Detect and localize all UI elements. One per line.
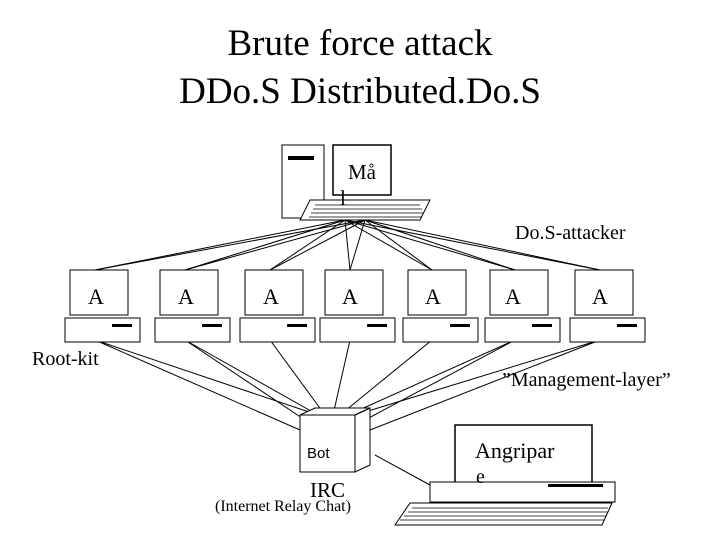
agent-label: A — [592, 284, 608, 309]
agent-label: A — [342, 284, 358, 309]
root-kit-label: Root-kit — [32, 348, 99, 370]
agent-computer — [402, 269, 479, 343]
agent-label: A — [425, 284, 441, 309]
title-line-2: DDo.S Distributed.Do.S — [179, 71, 541, 112]
agent-computer — [154, 269, 231, 343]
master-screen-text-2: l — [340, 186, 346, 210]
agent-computer — [484, 269, 561, 343]
master-screen-text: Må — [348, 160, 376, 184]
irc-label: IRC — [310, 478, 346, 502]
agent-label: A — [88, 284, 104, 309]
agent-computer — [239, 269, 316, 343]
title-line-1: Brute force attack — [227, 23, 493, 64]
bot-links — [94, 339, 601, 431]
attacker-link — [374, 454, 431, 486]
agent-label: A — [178, 284, 194, 309]
attacker-screen-text-2: e — [476, 466, 485, 488]
attacker-computer — [394, 424, 616, 526]
agent-label: A — [505, 284, 521, 309]
agent-label: A — [263, 284, 279, 309]
bot-label: Bot — [307, 445, 330, 462]
attacker-screen-text: Angripar — [475, 438, 555, 463]
management-layer-label: ”Management-layer” — [502, 369, 671, 391]
agent-computer — [64, 269, 141, 343]
dos-attacker-label: Do.S-attacker — [515, 222, 626, 244]
master-computer — [281, 144, 431, 221]
master-links — [94, 219, 601, 271]
irc-full-label: (Internet Relay Chat) — [215, 498, 351, 515]
bot-server — [299, 407, 371, 473]
agent-computer — [319, 269, 396, 343]
agent-computer — [569, 269, 646, 343]
